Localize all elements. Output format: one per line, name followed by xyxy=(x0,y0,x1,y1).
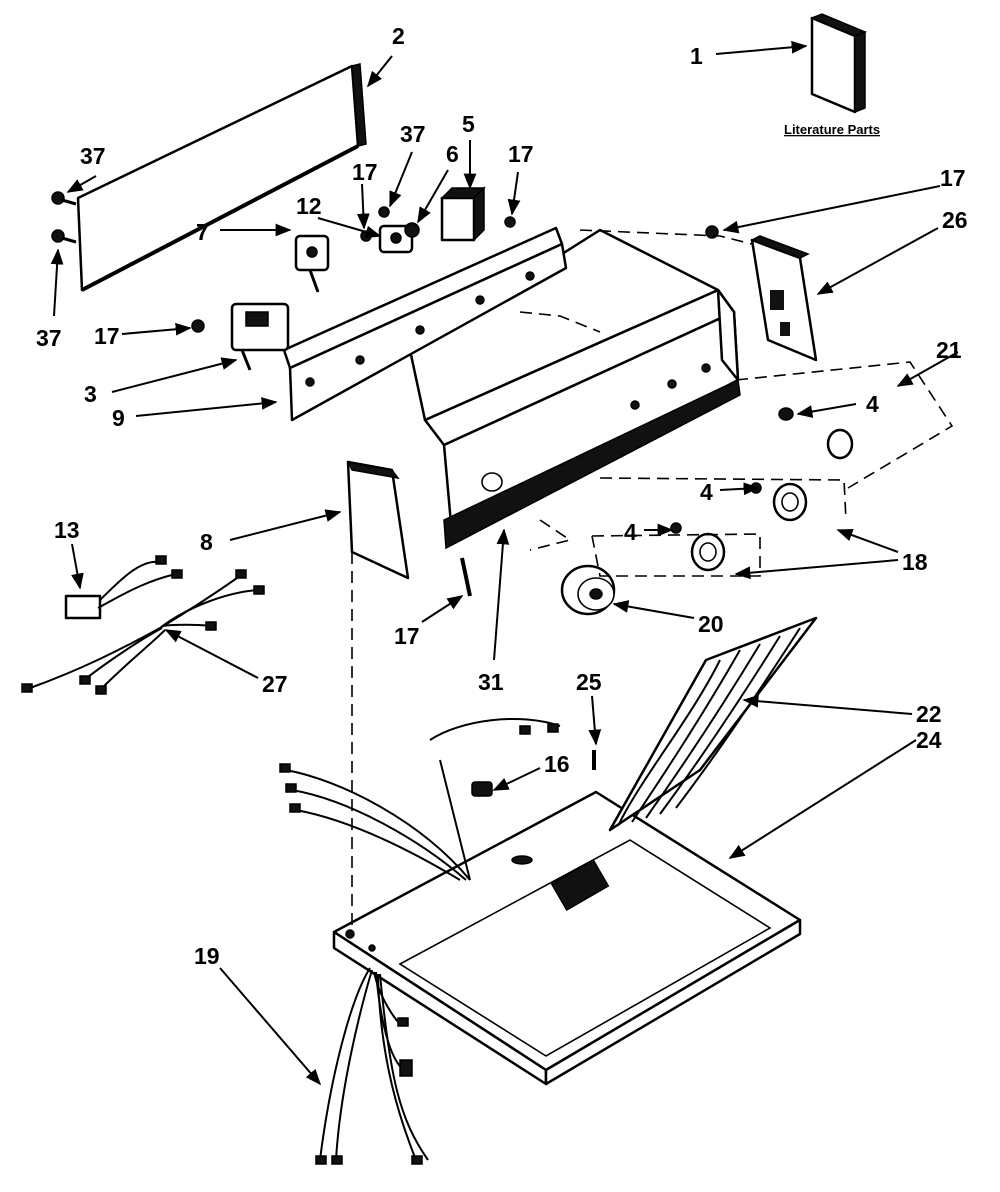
wire-harness-small xyxy=(64,555,183,620)
callout-24: 24 xyxy=(916,727,942,753)
push-switch xyxy=(294,234,330,293)
leader-lines xyxy=(50,40,959,1086)
top-panel xyxy=(332,790,802,1086)
buzzer-block xyxy=(440,186,486,242)
callout-19: 19 xyxy=(194,943,220,969)
control-bracket xyxy=(282,226,568,422)
callout-37-lower: 37 xyxy=(36,325,62,351)
wire-bundle-top xyxy=(279,717,596,881)
knob-right xyxy=(778,407,854,460)
callout-22: 22 xyxy=(916,701,942,727)
lower-harness xyxy=(315,967,429,1165)
flat-harness xyxy=(608,616,818,832)
callout-12: 12 xyxy=(296,193,322,219)
callout-31: 31 xyxy=(478,669,504,695)
screw-17-e xyxy=(460,557,472,597)
callout-27: 27 xyxy=(262,671,288,697)
right-end-cap xyxy=(750,235,818,362)
screw-37-lower xyxy=(51,229,77,244)
console-body xyxy=(408,228,741,550)
callout-6: 6 xyxy=(446,141,459,167)
assembly-dashed-lines xyxy=(351,229,954,930)
knob-middle xyxy=(750,482,808,522)
callout-20: 20 xyxy=(698,611,724,637)
literature-parts-label: Literature Parts xyxy=(784,122,880,137)
callout-37-upper: 37 xyxy=(80,143,106,169)
callout-1: 1 xyxy=(690,43,703,69)
wire-harness-27 xyxy=(21,569,265,695)
callout-21: 21 xyxy=(936,337,962,363)
callout-8: 8 xyxy=(200,529,213,555)
timer-component xyxy=(230,302,290,371)
selector-switch xyxy=(378,224,414,254)
callout-17-top: 17 xyxy=(352,159,378,185)
callout-9: 9 xyxy=(112,405,125,431)
callout-7: 7 xyxy=(196,219,209,245)
callout-13: 13 xyxy=(54,517,80,543)
screw-17-a xyxy=(191,319,205,333)
callout-4-middle: 4 xyxy=(700,479,713,505)
callout-37-top: 37 xyxy=(400,121,426,147)
screw-17-c xyxy=(504,216,516,228)
rear-panel xyxy=(76,63,367,292)
callout-16: 16 xyxy=(544,751,570,777)
callout-4-upper: 4 xyxy=(866,391,879,417)
callout-17-bottom: 17 xyxy=(394,623,420,649)
callout-25: 25 xyxy=(576,669,602,695)
callout-5: 5 xyxy=(462,111,475,137)
main-knob xyxy=(560,564,616,616)
screw-37-small xyxy=(378,206,390,218)
callout-3: 3 xyxy=(84,381,97,407)
knob-left xyxy=(670,522,726,572)
nut-6 xyxy=(404,222,420,238)
literature-booklet xyxy=(810,13,867,114)
left-end-cap xyxy=(346,460,410,580)
callout-18: 18 xyxy=(902,549,928,575)
callout-17-mid: 17 xyxy=(508,141,534,167)
callout-17-right: 17 xyxy=(940,165,966,191)
callout-4-lower: 4 xyxy=(624,519,637,545)
callout-2: 2 xyxy=(392,23,405,49)
callout-26: 26 xyxy=(942,207,968,233)
screw-37-upper xyxy=(51,191,77,206)
callout-17-left: 17 xyxy=(94,323,120,349)
